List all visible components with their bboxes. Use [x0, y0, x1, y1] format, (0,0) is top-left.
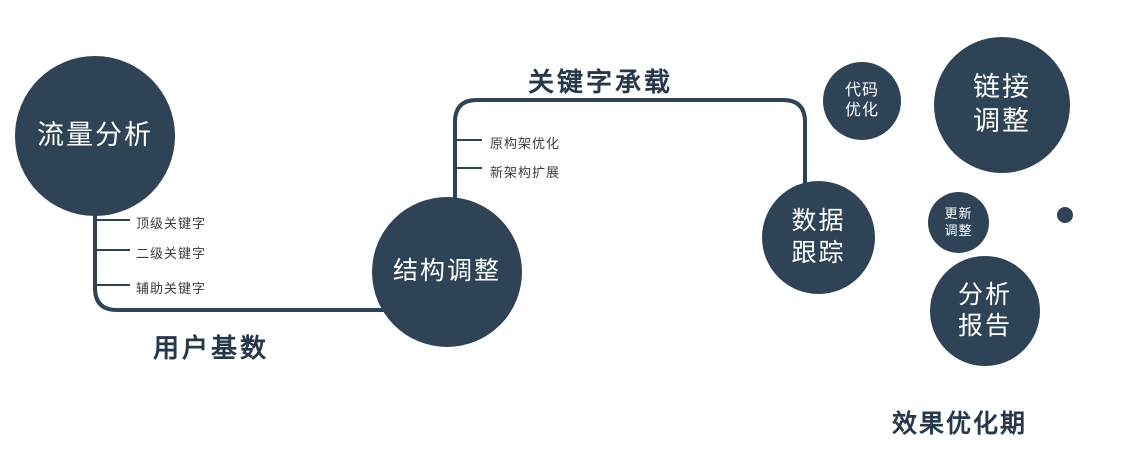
node-traffic-analysis: 流量分析: [15, 56, 175, 216]
node-update-adjustment: 更新 调整: [928, 192, 989, 253]
node-link-adjustment-line2: 调整: [973, 106, 1031, 136]
bullet-dot: [1057, 207, 1073, 223]
node-code-optimization: 代码 优化: [823, 62, 901, 140]
edge-traffic-to-structure: [93, 190, 400, 312]
node-data-tracking-line2: 跟踪: [791, 238, 846, 267]
node-code-optimization-line1: 代码: [844, 82, 879, 99]
node-analysis-report-line2: 报告: [957, 312, 1012, 340]
edge-structure-to-data-tracking: [453, 98, 807, 210]
tick-label-arch-optimization: 原构架优化: [490, 136, 561, 151]
node-link-adjustment: 链接 调整: [934, 37, 1070, 173]
edge-label-user-base: 用户基数: [153, 333, 270, 363]
node-update-adjustment-line1: 更新: [944, 206, 973, 222]
tick-label-aux-keyword: 辅助关键字: [136, 281, 207, 296]
node-structure-adjustment: 结构调整: [372, 197, 522, 347]
node-update-adjustment-line2: 调整: [944, 222, 973, 238]
edge-label-keyword-carry: 关键字承载: [528, 67, 674, 97]
node-code-optimization-line2: 优化: [844, 102, 879, 119]
tick-label-second-keyword: 二级关键字: [136, 246, 207, 261]
node-data-tracking-line1: 数据: [791, 207, 846, 236]
footer-phase-label: 效果优化期: [892, 410, 1028, 438]
node-traffic-analysis-label: 流量分析: [37, 120, 153, 151]
tick-label-arch-expansion: 新架构扩展: [490, 165, 561, 180]
node-analysis-report-line1: 分析: [957, 280, 1012, 309]
node-data-tracking: 数据 跟踪: [762, 181, 875, 294]
tick-label-top-keyword: 顶级关键字: [136, 216, 207, 231]
node-link-adjustment-line1: 链接: [973, 72, 1031, 103]
node-analysis-report: 分析 报告: [930, 256, 1040, 366]
node-structure-adjustment-label: 结构调整: [392, 257, 501, 286]
